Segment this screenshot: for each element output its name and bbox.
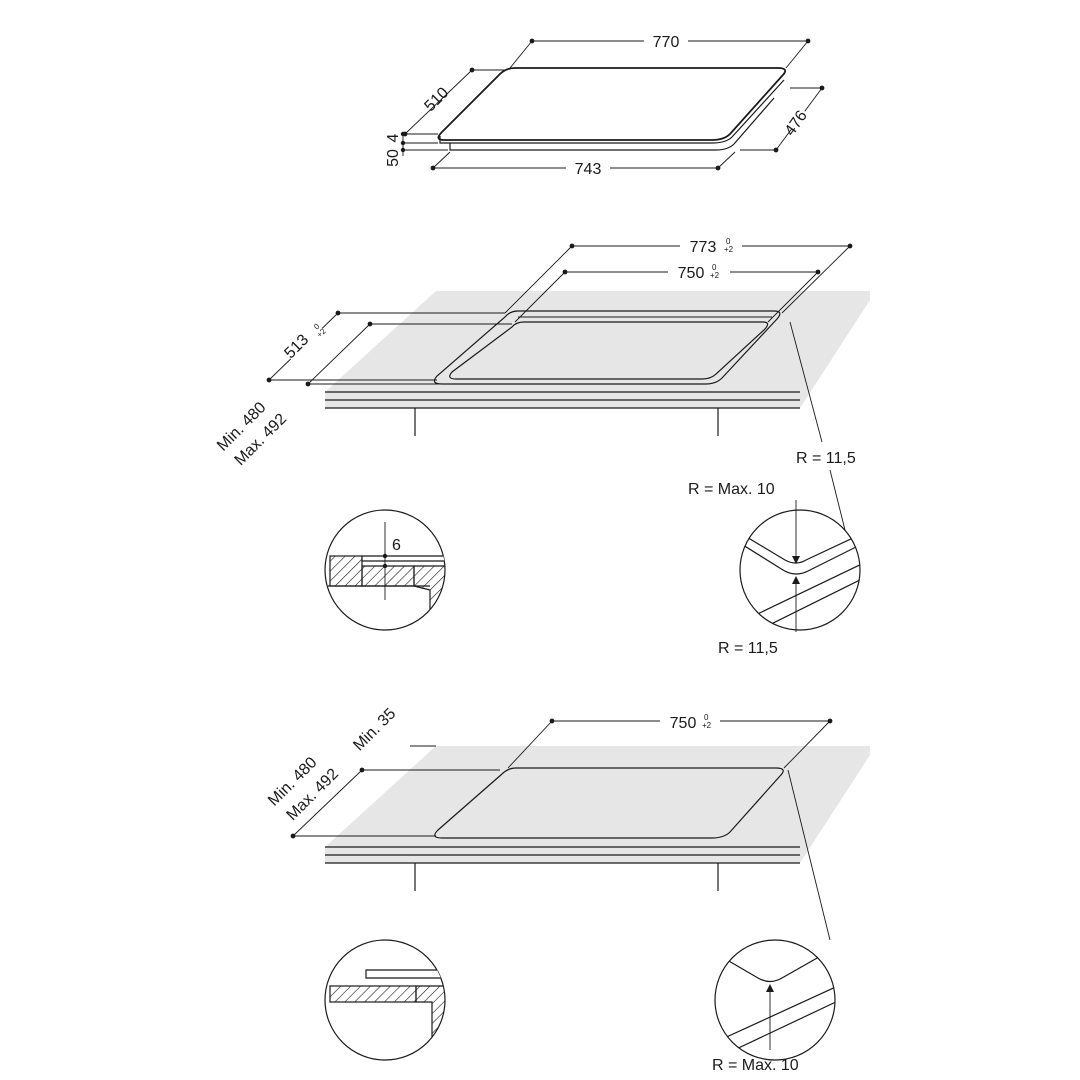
label-476: 476	[782, 108, 811, 140]
tol-750-bottom: +2	[710, 271, 720, 280]
detail-corner-radius: R = Max. 10 R = 11,5	[688, 481, 861, 657]
label-r-max-10-flush: R = Max. 10	[688, 481, 775, 498]
dim-edge-min-35: Min. 35	[350, 705, 436, 754]
label-rebate-6: 6	[392, 537, 401, 554]
label-r-max-10-standard: R = Max. 10	[712, 1057, 799, 1074]
hob-body	[449, 97, 775, 151]
corner-radius-leader: R = 11,5	[789, 321, 856, 531]
label-743: 743	[575, 161, 602, 178]
label-750-standard: 750	[670, 715, 697, 732]
label-4: 4	[385, 133, 402, 142]
dim-750-standard: 750 0 +2	[507, 710, 833, 769]
tol-750s-bottom: +2	[702, 721, 712, 730]
label-770: 770	[653, 34, 680, 51]
tol-513-top: 0	[312, 322, 322, 332]
worktop-2	[325, 746, 870, 847]
corner-radius-leader-standard	[787, 769, 831, 941]
label-750-flush: 750	[678, 265, 705, 282]
label-773: 773	[690, 239, 717, 256]
hob-overview: 770 510 476 743	[385, 30, 825, 178]
dim-773: 773 0 +2	[504, 234, 853, 314]
tol-750-top: 0	[712, 263, 717, 272]
cutout-opening-standard	[434, 767, 784, 839]
label-r-11-5: R = 11,5	[796, 450, 856, 467]
dim-thickness: 4 50	[385, 131, 448, 167]
detail-rebate-section: 6	[324, 509, 446, 631]
dim-750-flush: 750 0 +2	[514, 260, 821, 323]
label-r-11-5-detail: R = 11,5	[718, 640, 778, 657]
dim-depth-476: 476	[740, 85, 825, 153]
worktop-1	[325, 291, 870, 392]
tol-773-top: 0	[726, 237, 731, 246]
label-50: 50	[385, 149, 402, 167]
detail-section-standard	[324, 939, 446, 1061]
label-min-35: Min. 35	[350, 705, 399, 754]
dim-width-743: 743	[430, 151, 736, 178]
tol-773-bottom: +2	[724, 245, 734, 254]
flush-cutout: 773 0 +2 750 0 +2 513 0 +2	[214, 234, 870, 657]
dim-width-770: 770	[509, 30, 811, 69]
standard-cutout: 750 0 +2 Min. 480 Max. 492 Min. 35	[265, 705, 870, 1074]
cutout-rebate	[433, 310, 781, 385]
hob-glass-top	[437, 67, 787, 141]
label-510: 510	[421, 84, 452, 115]
tol-750s-top: 0	[704, 713, 709, 722]
detail-corner-standard: R = Max. 10	[712, 939, 836, 1074]
dim-depth-510: 510	[402, 67, 505, 137]
cutout-opening	[449, 321, 769, 380]
